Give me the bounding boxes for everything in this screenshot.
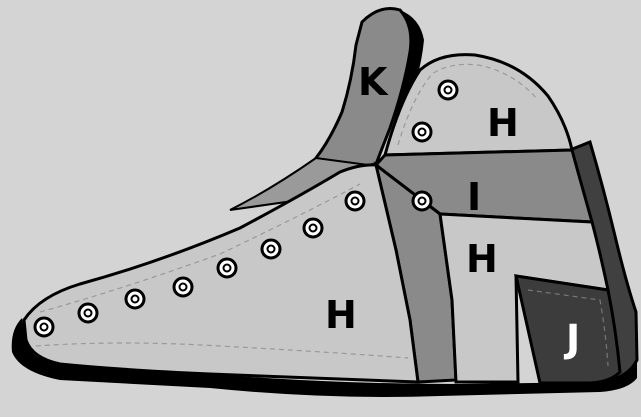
eyelet xyxy=(411,190,433,212)
heel-stitch xyxy=(527,289,609,367)
eyelet xyxy=(437,79,459,101)
eyelet xyxy=(172,276,194,298)
sole xyxy=(11,318,637,397)
eyelet xyxy=(216,257,238,279)
label-k: K xyxy=(358,60,389,104)
tongue-shadow xyxy=(392,10,424,128)
heel-panel-j xyxy=(514,274,622,385)
label-h-collar: H xyxy=(487,101,519,145)
collar-stitch xyxy=(397,63,539,146)
eyelet-row xyxy=(33,79,459,338)
eyelet xyxy=(344,190,366,212)
eyelet xyxy=(33,316,55,338)
lace-stitch xyxy=(39,183,361,313)
label-h-quarter: H xyxy=(466,237,498,281)
eyelet xyxy=(302,217,324,239)
label-i: I xyxy=(467,175,481,219)
label-h-vamp: H xyxy=(325,293,357,337)
quarter-panel-h xyxy=(438,212,610,384)
label-j: J xyxy=(563,317,580,361)
vamp-stitch xyxy=(35,342,409,359)
eyelet xyxy=(77,302,99,324)
eyelet xyxy=(124,288,146,310)
eyelet xyxy=(411,121,433,143)
eyelet xyxy=(260,238,282,260)
